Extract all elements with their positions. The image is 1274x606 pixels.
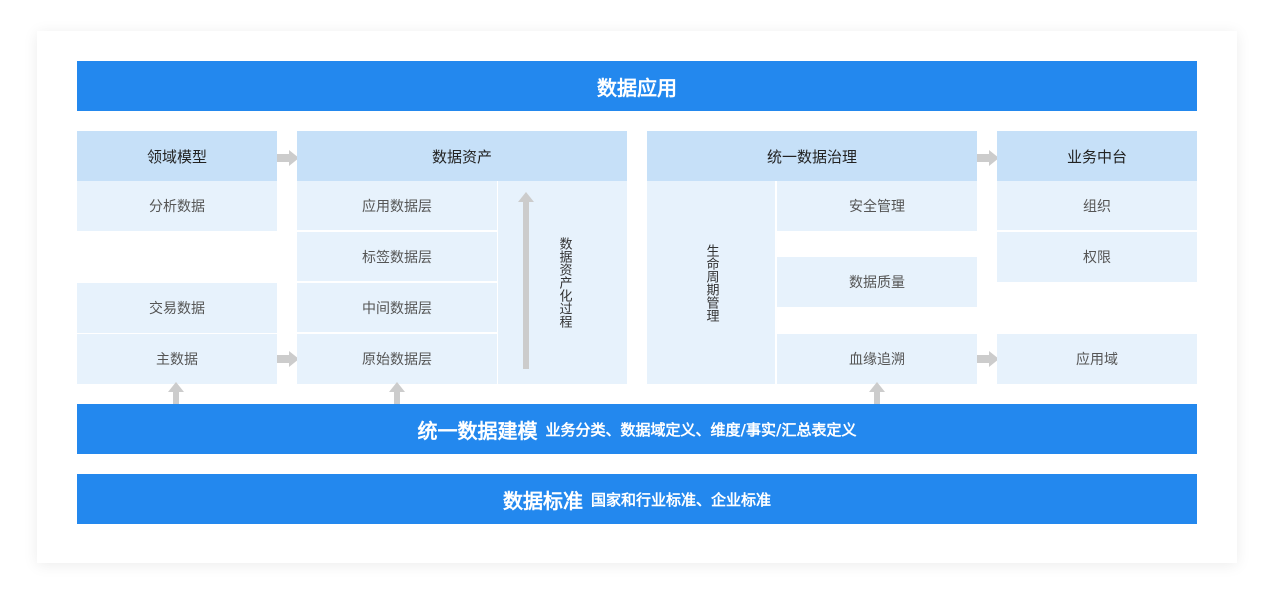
arrow-right-icon	[989, 351, 999, 367]
data-application-title: 数据应用	[597, 75, 677, 100]
governance-header: 统一数据治理	[647, 131, 977, 181]
data-layer-raw: 原始数据层	[297, 334, 497, 384]
arrow-right-icon	[989, 150, 999, 166]
arrow-up-shaft	[523, 201, 529, 369]
arrow-up-shaft	[173, 392, 179, 406]
domain-model-item-transaction: 交易数据	[77, 283, 277, 333]
business-item-organization: 组织	[997, 181, 1197, 231]
data-layer-tag: 标签数据层	[297, 232, 497, 282]
data-layer-middle: 中间数据层	[297, 283, 497, 333]
business-item-permission: 权限	[997, 232, 1197, 282]
arrow-right-icon	[289, 150, 299, 166]
unified-modeling-title: 统一数据建模	[417, 418, 538, 443]
arrow-up-shaft	[874, 392, 880, 406]
arrow-up-icon	[389, 382, 405, 392]
data-standard-bar: 数据标准 国家和行业标准、企业标准	[77, 474, 1197, 524]
business-item-app-domain: 应用域	[997, 334, 1197, 384]
arrow-right-shaft	[977, 355, 989, 363]
data-assets-header: 数据资产	[297, 131, 627, 181]
data-standard-title: 数据标准	[502, 488, 583, 513]
architecture-card: 数据应用 领域模型 分析数据 交易数据 主数据 数据资产 应用数据层 标签数据层…	[37, 31, 1237, 563]
arrow-up-icon	[869, 382, 885, 392]
governance-item-security: 安全管理	[777, 181, 977, 231]
governance-item-quality: 数据质量	[777, 257, 977, 307]
lifecycle-panel	[647, 181, 775, 384]
arrow-right-shaft	[277, 154, 289, 162]
arrow-up-icon	[168, 382, 184, 392]
lifecycle-label: 生命周期管理	[703, 244, 719, 322]
unified-modeling-bar: 统一数据建模 业务分类、数据域定义、维度/事实/汇总表定义	[77, 404, 1197, 454]
arrow-right-shaft	[277, 355, 289, 363]
domain-model-item-master: 主数据	[77, 334, 277, 384]
data-application-bar: 数据应用	[77, 61, 1197, 111]
asset-process-label: 数据资产化过程	[556, 236, 572, 328]
domain-model-item-analysis: 分析数据	[77, 181, 277, 231]
domain-model-header: 领域模型	[77, 131, 277, 181]
unified-modeling-subtitle: 业务分类、数据域定义、维度/事实/汇总表定义	[545, 420, 857, 439]
governance-item-lineage: 血缘追溯	[777, 334, 977, 384]
arrow-up-shaft	[394, 392, 400, 406]
arrow-right-icon	[289, 351, 299, 367]
data-standard-subtitle: 国家和行业标准、企业标准	[590, 490, 771, 509]
asset-process-panel	[498, 181, 627, 384]
data-layer-application: 应用数据层	[297, 181, 497, 231]
arrow-right-shaft	[977, 154, 989, 162]
business-center-header: 业务中台	[997, 131, 1197, 181]
arrow-up-icon	[518, 192, 534, 202]
